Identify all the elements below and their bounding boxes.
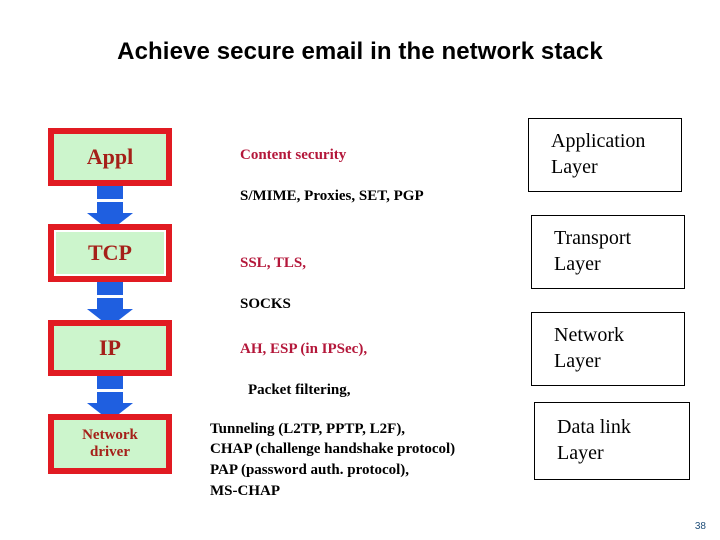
page-number: 38 xyxy=(694,521,706,532)
arrow-shaft-top xyxy=(97,376,123,389)
page-title: Achieve secure email in the network stac… xyxy=(117,38,603,65)
arrow-shaft-gap xyxy=(97,199,123,202)
stack-box-tcp-label: TCP xyxy=(88,240,132,266)
stack-box-appl[interactable]: Appl xyxy=(48,128,172,186)
stack-box-ip-label: IP xyxy=(99,335,121,361)
layer-box-transport[interactable]: Transport Layer xyxy=(531,215,685,289)
arrow-shaft-bottom xyxy=(97,202,123,213)
datalink-protocols: Tunneling (L2TP, PPTP, L2F), CHAP (chall… xyxy=(210,398,455,522)
stack-box-tcp[interactable]: TCP xyxy=(48,224,172,282)
arrow-shaft-gap xyxy=(97,389,123,392)
arrow-shaft-bottom xyxy=(97,392,123,403)
stack-box-network-driver[interactable]: Network driver xyxy=(48,414,172,474)
layer-box-application-label: Application Layer xyxy=(551,130,646,178)
transport-protocols-heading: SSL, TLS, xyxy=(240,254,307,271)
stack-box-ip[interactable]: IP xyxy=(48,320,172,376)
arrow-shaft-top xyxy=(97,186,123,199)
layer-box-datalink[interactable]: Data link Layer xyxy=(534,402,690,480)
transport-protocols-list: SOCKS xyxy=(240,296,291,313)
arrow-shaft-bottom xyxy=(97,298,123,309)
arrow-shaft-top xyxy=(97,282,123,295)
stack-box-appl-label: Appl xyxy=(86,144,134,170)
network-protocols-list: Packet filtering, xyxy=(248,382,351,399)
transport-protocols: SSL, TLS, SOCKS xyxy=(240,232,306,335)
arrow-shaft-gap xyxy=(97,295,123,298)
datalink-protocols-list: Tunneling (L2TP, PPTP, L2F), CHAP (chall… xyxy=(210,420,456,499)
application-protocols: Content security S/MIME, Proxies, SET, P… xyxy=(240,124,424,227)
layer-box-network-label: Network Layer xyxy=(554,324,624,372)
layer-box-transport-label: Transport Layer xyxy=(554,227,632,275)
network-protocols-heading: AH, ESP (in IPSec), xyxy=(240,340,368,357)
application-protocols-list: S/MIME, Proxies, SET, PGP xyxy=(240,188,424,205)
layer-box-network[interactable]: Network Layer xyxy=(531,312,685,386)
stack-box-network-driver-label: Network driver xyxy=(82,426,138,460)
network-protocols: AH, ESP (in IPSec), Packet filtering, xyxy=(240,318,367,421)
application-protocols-heading: Content security xyxy=(240,146,347,163)
layer-box-application[interactable]: Application Layer xyxy=(528,118,682,192)
layer-box-datalink-label: Data link Layer xyxy=(557,416,631,464)
